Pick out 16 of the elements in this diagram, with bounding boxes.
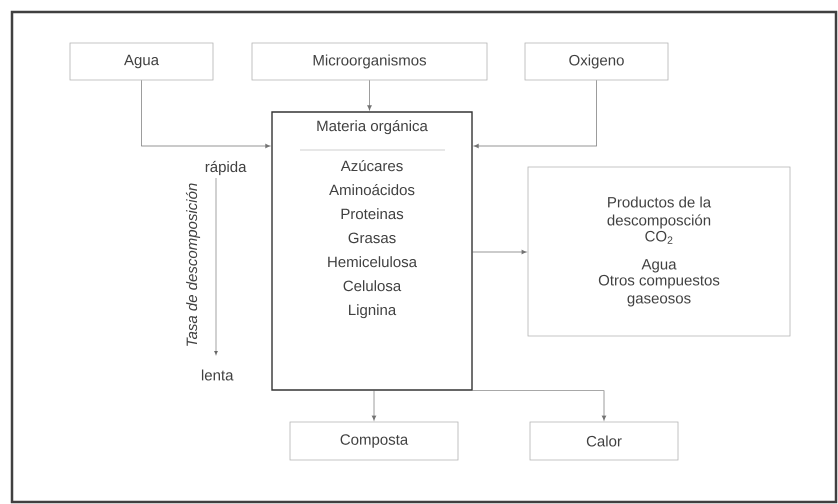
output-box: Productos de la descomposción CO$_{2}$ Agua Otros compuestos gaseosos: [528, 166, 790, 336]
arrow: [367, 80, 372, 110]
arrow: [141, 80, 270, 148]
process-box: Materia orgánica Azúcares Aminoácidos Proteinas Grasas Hemicelulosa Celulosa Lignina: [271, 111, 473, 391]
scale-label: lenta: [202, 370, 234, 380]
scale-label: rápida: [206, 160, 246, 176]
input-box: Agua: [70, 42, 214, 80]
arrow: [472, 390, 606, 421]
output-box: Calor: [530, 422, 678, 460]
input-box: Microorganismos: [252, 42, 488, 80]
arrow: [474, 80, 597, 148]
input-box: Oxigeno: [524, 42, 668, 80]
axis-label: Tasa de descomposición: [186, 183, 200, 346]
arrow: [472, 250, 527, 254]
output-box: Composta: [290, 422, 458, 460]
arrow: [372, 390, 376, 421]
